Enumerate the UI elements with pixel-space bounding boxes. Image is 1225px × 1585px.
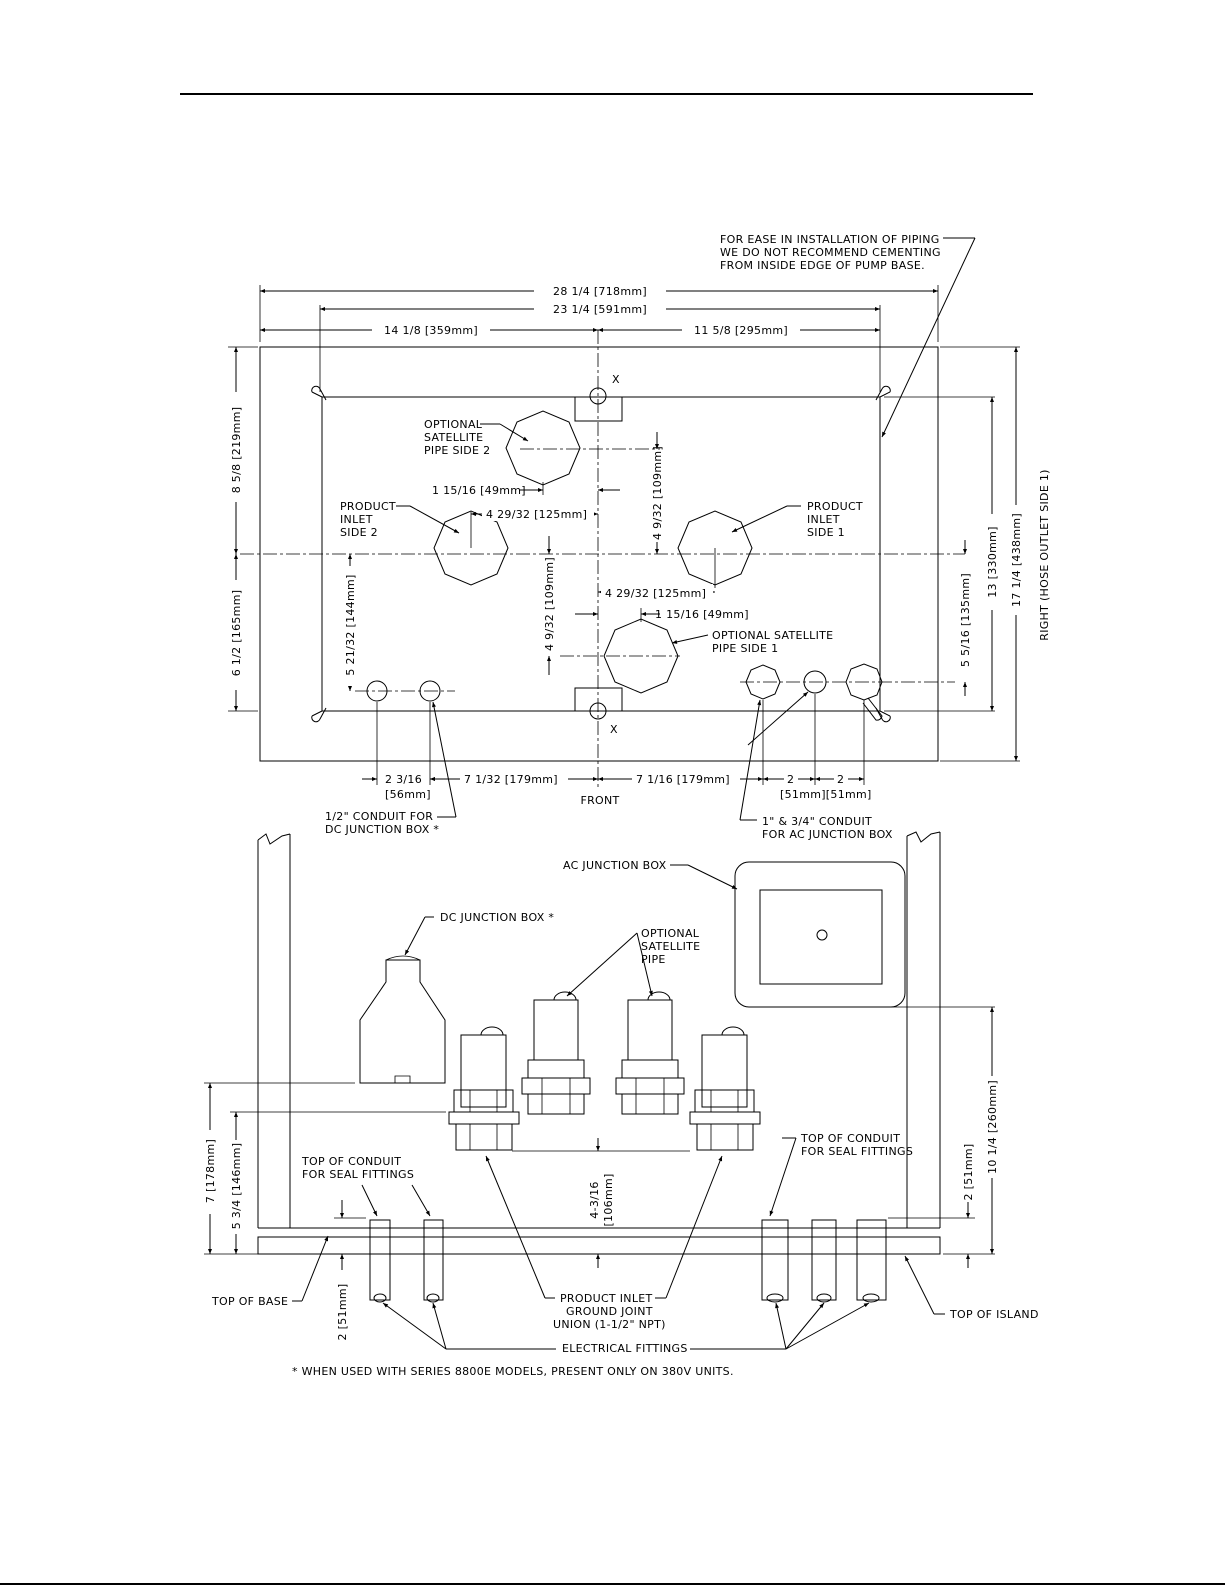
dim-bottom-ac-b: 2 [837, 773, 844, 786]
inlet-union-left [448, 1026, 520, 1151]
dim-overall-width: 28 1/4 [718mm] [553, 285, 647, 298]
dim-center-to-right: 11 5/8 [295mm] [694, 324, 788, 337]
left-wall [257, 833, 291, 1228]
inlet1-label-1: PRODUCT [807, 500, 863, 513]
conduit-ac-1 [761, 1219, 789, 1303]
label-inlet-union-3: UNION (1-1/2" NPT) [553, 1318, 666, 1331]
dim-bottom-dc-mm: [56mm] [385, 788, 431, 801]
dim-sat2-vertical: 4 9/32 [109mm] [651, 446, 664, 540]
label-x-bottom: X [610, 723, 618, 736]
ac-conduit-label-2: FOR AC JUNCTION BOX [762, 828, 893, 841]
dim-conduit-vertical-left: 5 21/32 [144mm] [344, 574, 357, 675]
dc-conduit-label-1: 1/2" CONDUIT FOR [325, 810, 433, 823]
dim-inlet1-offset: 4 29/32 [125mm] [605, 587, 706, 600]
dc-junction-box [359, 959, 446, 1084]
dim-sat1-horizontal: 1 15/16 [49mm] [655, 608, 749, 621]
label-conduit-left-2: FOR SEAL FITTINGS [302, 1168, 414, 1181]
satellite-pipe-side-1 [603, 618, 679, 694]
dim-lower-left-vertical: 6 1/2 [165mm] [230, 590, 243, 677]
label-inlet-union-2: GROUND JOINT [566, 1305, 653, 1318]
sat2-label-1: OPTIONAL [424, 418, 483, 431]
inlet-union-right [689, 1026, 761, 1151]
label-top-of-base: TOP OF BASE [211, 1295, 288, 1308]
label-dc-box: DC JUNCTION BOX * [440, 911, 554, 924]
dim-side-center-l1: 4-3/16 [588, 1181, 601, 1218]
dim-anchor-vertical: 13 [330mm] [986, 526, 999, 598]
dim-bottom-ac-mm: [51mm][51mm] [780, 788, 872, 801]
inlet1-label-3: SIDE 1 [807, 526, 845, 539]
satellite-pipe-right [615, 991, 685, 1115]
label-ac-box: AC JUNCTION BOX [563, 859, 667, 872]
footnote: * WHEN USED WITH SERIES 8800E MODELS, PR… [292, 1365, 734, 1378]
dc-conduit-label-2: DC JUNCTION BOX * [325, 823, 439, 836]
label-conduit-right-2: FOR SEAL FITTINGS [801, 1145, 913, 1158]
dim-upper-left-vertical: 8 5/8 [219mm] [230, 407, 243, 494]
note-line-2: WE DO NOT RECOMMEND CEMENTING [720, 246, 941, 259]
island-slab [257, 1236, 941, 1255]
ac-conduit-label-1: 1" & 3/4" CONDUIT [762, 815, 872, 828]
dim-right-conduit-vertical: 5 5/16 [135mm] [959, 573, 972, 667]
label-electrical: ELECTRICAL FITTINGS [562, 1342, 688, 1355]
top-view: 28 1/4 [718mm] 23 1/4 [591mm] 14 1/8 [35… [228, 233, 1051, 841]
label-conduit-right-1: TOP OF CONDUIT [800, 1132, 900, 1145]
dim-side-right-2: 2 [51mm] [962, 1144, 975, 1201]
sat1-label-1: OPTIONAL SATELLITE [712, 629, 833, 642]
right-wall [906, 831, 941, 1228]
label-conduit-left-1: TOP OF CONDUIT [301, 1155, 401, 1168]
label-front: FRONT [580, 794, 619, 807]
dim-side-10: 10 1/4 [260mm] [986, 1080, 999, 1174]
conduit-dc-2 [423, 1219, 444, 1303]
sat2-label-3: PIPE SIDE 2 [424, 444, 490, 457]
dim-overall-depth: 17 1/4 [438mm] [1010, 513, 1023, 607]
satellite-pipe-side-2 [505, 410, 581, 486]
label-right-side: RIGHT (HOSE OUTLET SIDE 1) [1038, 469, 1051, 641]
label-sat-1: OPTIONAL [641, 927, 700, 940]
dim-anchor-span: 23 1/4 [591mm] [553, 303, 647, 316]
sat2-label-2: SATELLITE [424, 431, 483, 444]
anchor-tab-top [574, 396, 623, 422]
sat1-label-2: PIPE SIDE 1 [712, 642, 778, 655]
label-x-top: X [612, 373, 620, 386]
dim-left-to-center: 14 1/8 [359mm] [384, 324, 478, 337]
dim-bottom-left-center: 7 1/32 [179mm] [464, 773, 558, 786]
dim-sat1-vertical: 4 9/32 [109mm] [543, 557, 556, 651]
conduit-dc-1 [369, 1219, 391, 1303]
label-inlet-union-1: PRODUCT INLET [560, 1292, 653, 1305]
label-sat-3: PIPE [641, 953, 666, 966]
dim-side-bottom-2: 2 [51mm] [336, 1284, 349, 1341]
dim-inlet2-offset: 4 29/32 [125mm] [486, 508, 587, 521]
inlet2-label-2: INLET [340, 513, 373, 526]
conduit-ac-3 [856, 1219, 887, 1303]
label-top-of-island: TOP OF ISLAND [949, 1308, 1039, 1321]
note-line-1: FOR EASE IN INSTALLATION OF PIPING [720, 233, 940, 246]
dim-side-center-l2: [106mm] [602, 1173, 615, 1226]
note-line-3: FROM INSIDE EDGE OF PUMP BASE. [720, 259, 925, 272]
anchor-tab-bottom [574, 687, 623, 712]
inlet2-label-1: PRODUCT [340, 500, 396, 513]
dim-side-5-3-4: 5 3/4 [146mm] [230, 1143, 243, 1230]
dim-bottom-ac-a: 2 [787, 773, 794, 786]
conduit-ac-2 [811, 1219, 837, 1303]
side-view: 7 [178mm] 5 3/4 [146mm] 4-3/16 [106mm] 2… [202, 831, 1039, 1378]
inlet2-label-3: SIDE 2 [340, 526, 378, 539]
dim-bottom-right-center: 7 1/16 [179mm] [636, 773, 730, 786]
ac-junction-box [734, 861, 906, 1008]
dim-bottom-dc: 2 3/16 [385, 773, 422, 786]
dim-side-7: 7 [178mm] [204, 1139, 217, 1203]
dim-sat2-horizontal: 1 15/16 [49mm] [432, 484, 526, 497]
product-inlet-side-1 [677, 510, 753, 586]
inlet1-label-2: INLET [807, 513, 840, 526]
satellite-pipe-left [521, 991, 591, 1115]
label-sat-2: SATELLITE [641, 940, 700, 953]
